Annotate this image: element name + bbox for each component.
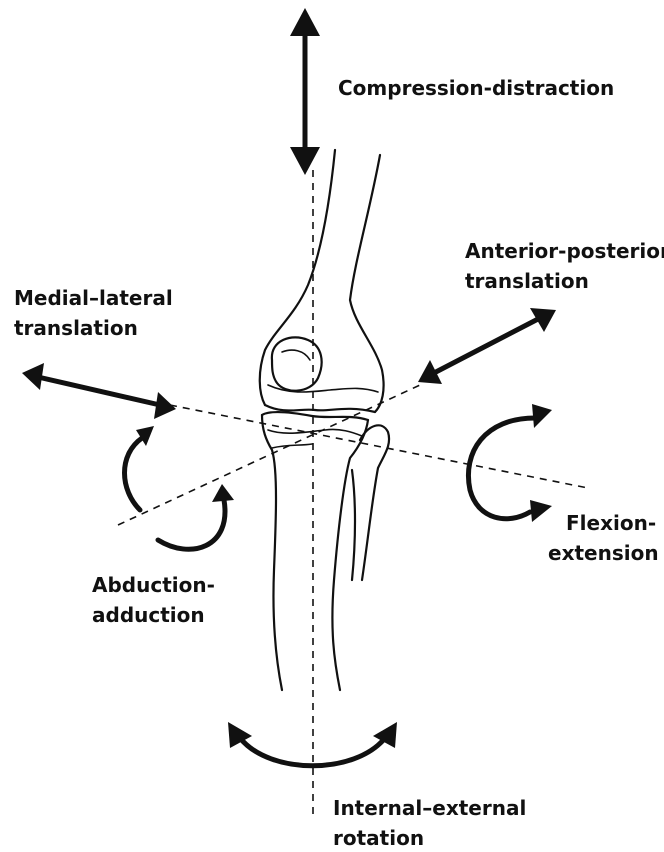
tibia-bone xyxy=(262,412,368,690)
flexion-extension-label-line1: Flexion- xyxy=(566,511,656,535)
medial-lateral-label-line1: Medial–lateral xyxy=(14,286,173,310)
internal-external-label-line1: Internal–external xyxy=(333,796,526,820)
anterior-posterior-translation-arrow xyxy=(418,308,556,384)
abduction-adduction-arrow xyxy=(125,426,235,549)
anterior-posterior-label-line2: translation xyxy=(465,269,589,293)
compression-distraction-label: Compression-distraction xyxy=(338,76,614,100)
abduction-adduction-label-line2: adduction xyxy=(92,603,205,627)
medial-lateral-label-line2: translation xyxy=(14,316,138,340)
internal-external-label-line2: rotation xyxy=(333,826,424,850)
abduction-adduction-label-line1: Abduction- xyxy=(92,573,215,597)
medial-lateral-translation-arrow xyxy=(22,363,176,419)
compression-distraction-arrow xyxy=(290,8,320,175)
patella-bone xyxy=(272,337,322,390)
flexion-extension-arrow xyxy=(468,404,552,522)
anterior-posterior-label-line1: Anterior-posterior xyxy=(465,239,664,263)
femur-bone xyxy=(260,150,384,412)
flexion-extension-label-line2: extension xyxy=(548,541,659,565)
